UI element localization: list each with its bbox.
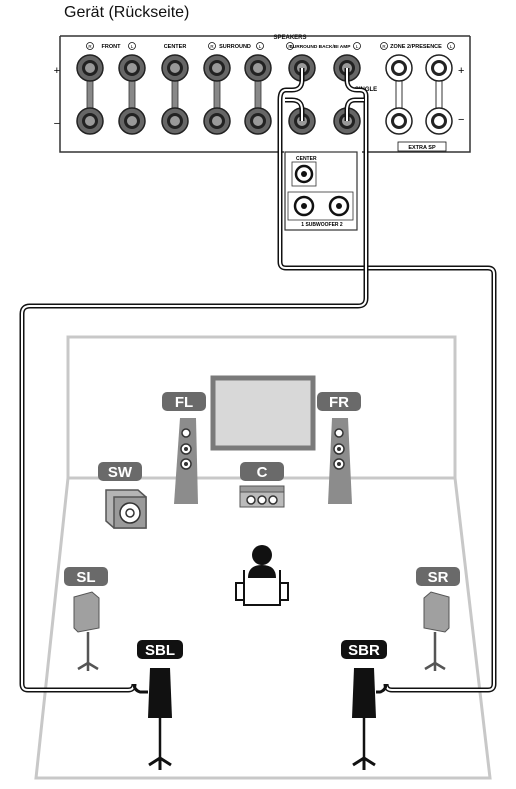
speaker-fr-label: FR <box>329 394 349 411</box>
cable-sbl-inner <box>21 68 367 691</box>
room-back-wall <box>66 335 457 478</box>
speaker-fr: FR <box>317 392 361 504</box>
speaker-sr-label: SR <box>428 569 449 586</box>
surround-terminals <box>203 54 272 135</box>
zone2-r-mark: R <box>382 44 386 49</box>
surround-l-mark: L <box>259 44 262 49</box>
speaker-cables <box>19 68 497 694</box>
zone2-terminals: EXTRA SP <box>385 54 453 152</box>
tv <box>210 375 316 451</box>
center-label: CENTER <box>164 44 187 50</box>
cable-sbr-inner <box>279 68 495 691</box>
speaker-sw-badge <box>98 462 142 481</box>
speaker-sbr-label: SBR <box>348 642 380 659</box>
speaker-sl: SL <box>64 567 108 671</box>
speaker-sw: SW <box>98 462 147 529</box>
speaker-c-badge <box>240 462 284 481</box>
preout-subpanel: CENTER 1 SUBWOOFER 2 <box>284 151 358 231</box>
front-l-mark: L <box>131 44 134 49</box>
device-rear-title: Gerät (Rückseite) <box>64 4 190 21</box>
plus-right: + <box>458 65 464 77</box>
speaker-fl-label: FL <box>175 394 193 411</box>
speakers-header: SPEAKERS <box>273 35 306 41</box>
room-floor <box>34 476 492 780</box>
surround-label: SURROUND <box>219 44 251 50</box>
speaker-fl-badge <box>162 392 206 411</box>
rear-panel: SPEAKERS R FRONT L CENTER R SURROUND L R… <box>54 35 471 231</box>
minus-right: − <box>458 114 464 126</box>
speaker-fr-badge <box>317 392 361 411</box>
room <box>34 335 492 780</box>
preout-center-label: CENTER <box>296 156 317 162</box>
subwoofer-label: 1 SUBWOOFER 2 <box>301 222 343 228</box>
speaker-c-label: C <box>257 464 268 481</box>
minus-left: − <box>54 118 60 130</box>
surround-r-mark: R <box>210 44 214 49</box>
front-terminals <box>76 54 146 135</box>
speaker-sbr: SBR <box>341 640 387 770</box>
front-r-mark: R <box>88 44 92 49</box>
speaker-c: C <box>239 462 285 508</box>
plus-left: + <box>54 65 60 77</box>
speaker-sbl-label: SBL <box>145 642 175 659</box>
surround-back-l-mark: L <box>356 44 359 49</box>
extra-sp-label: EXTRA SP <box>408 145 436 151</box>
speaker-sbl-badge <box>137 640 183 659</box>
surround-back-r-mark: R <box>288 44 292 49</box>
speaker-sbl: SBL <box>137 640 183 770</box>
surround-back-label: SURROUND BACK/BI AMP <box>290 44 352 50</box>
zone2-l-mark: L <box>450 44 453 49</box>
speaker-sr: SR <box>416 567 460 671</box>
speaker-fl: FL <box>162 392 206 504</box>
zone2-label: ZONE 2/PRESENCE <box>390 44 442 50</box>
listener <box>235 545 289 606</box>
speaker-sbr-badge <box>341 640 387 659</box>
speaker-sr-badge <box>416 567 460 586</box>
speaker-sl-label: SL <box>76 569 95 586</box>
speaker-sl-badge <box>64 567 108 586</box>
center-terminals <box>161 54 189 135</box>
front-label: FRONT <box>102 44 122 50</box>
speaker-sw-label: SW <box>108 464 133 481</box>
